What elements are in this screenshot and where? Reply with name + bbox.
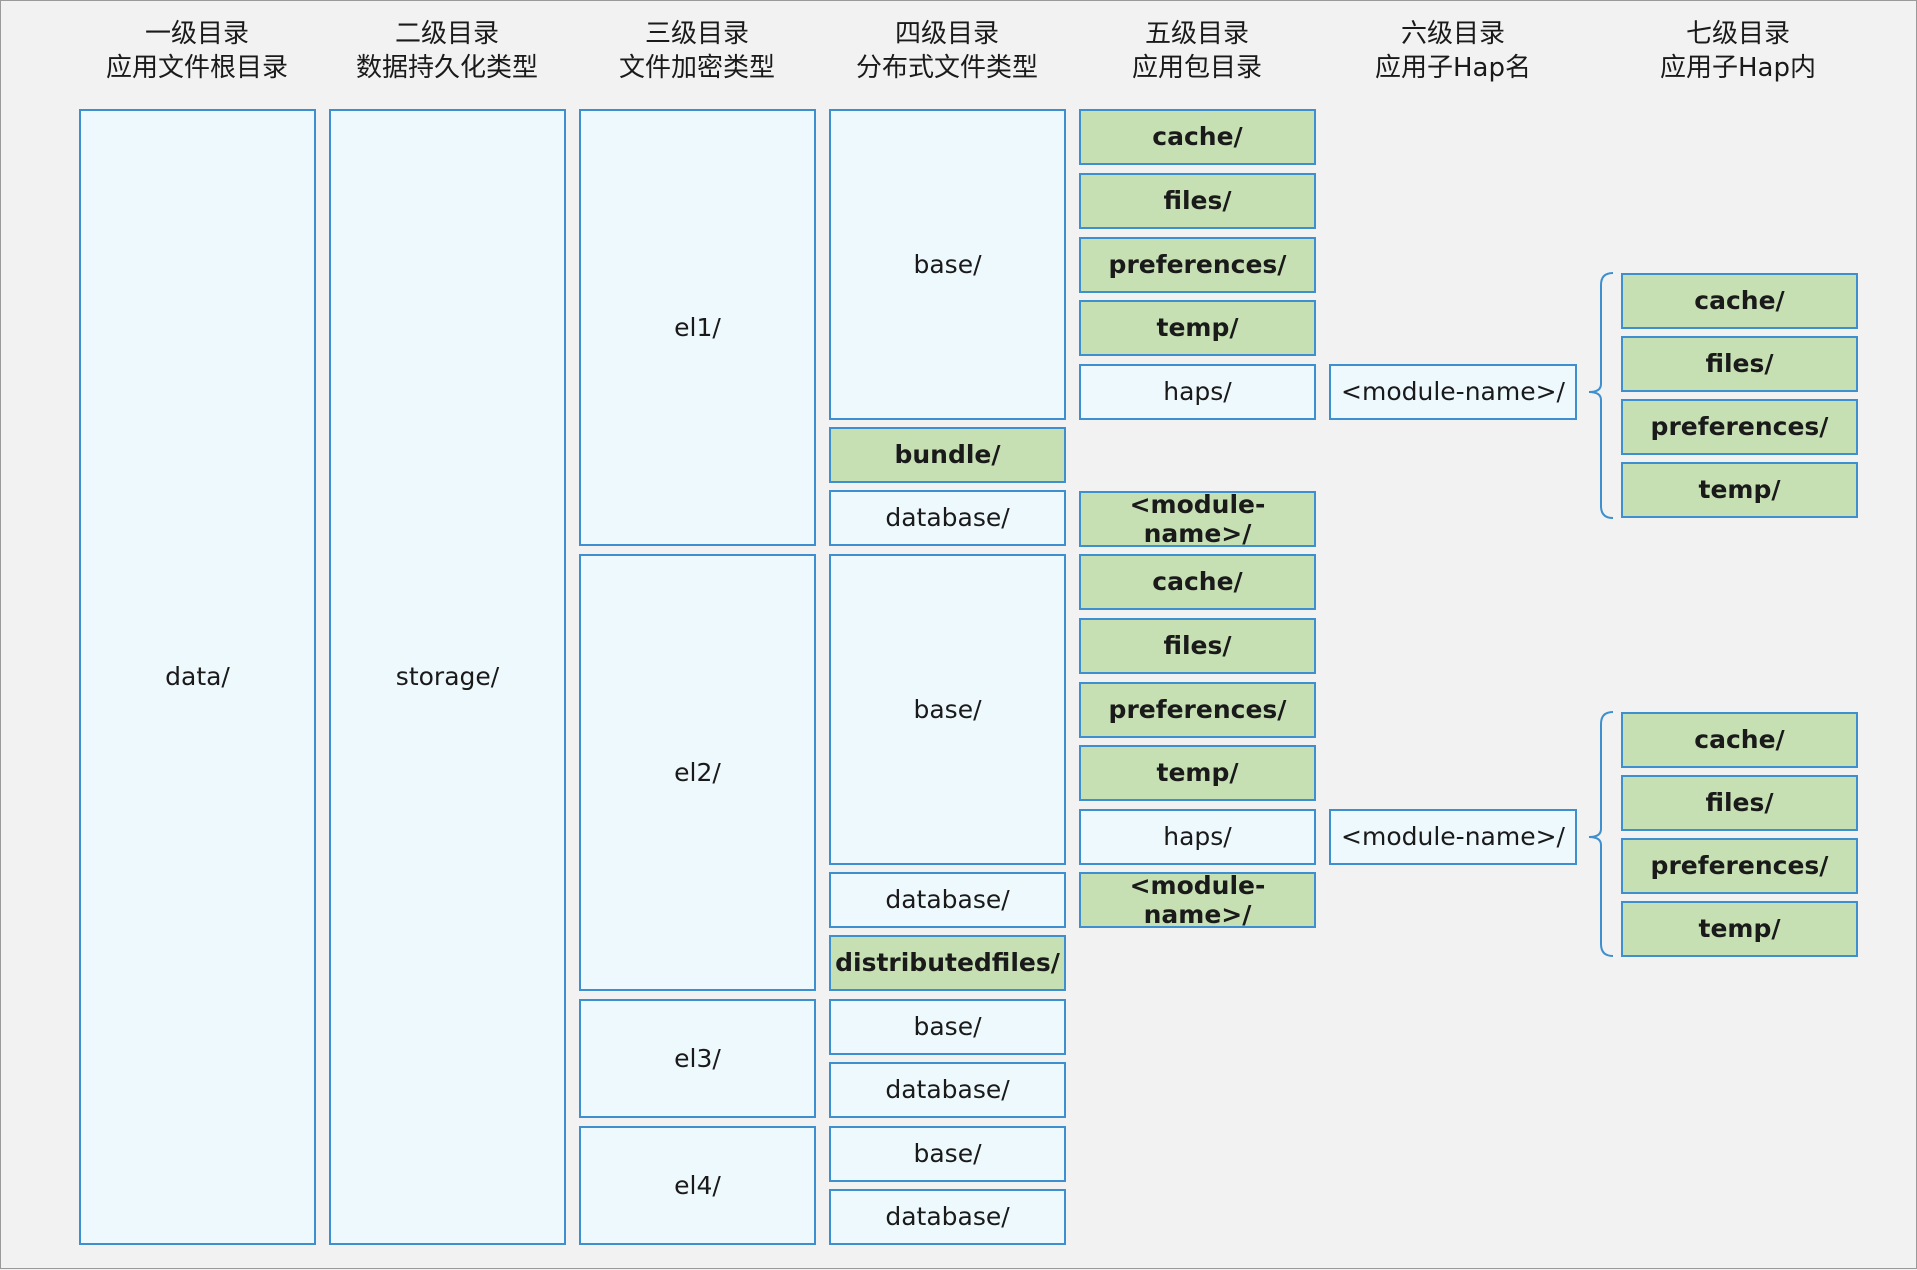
dir-el2-database: database/: [829, 872, 1066, 928]
header-level-5: 五级目录 应用包目录: [1047, 17, 1347, 85]
header-level-3-title: 三级目录: [644, 19, 749, 49]
dir-el1-base-cache: cache/: [1079, 109, 1316, 165]
dir-el3: el3/: [579, 999, 816, 1118]
brace-el2: [1588, 711, 1614, 957]
dir-el1-module-temp: temp/: [1621, 462, 1858, 518]
dir-el1-database: database/: [829, 490, 1066, 546]
dir-el2: el2/: [579, 554, 816, 991]
header-level-4-desc: 分布式文件类型: [855, 53, 1038, 83]
header-level-6-title: 六级目录: [1400, 19, 1505, 49]
header-level-6: 六级目录 应用子Hap名: [1303, 17, 1603, 85]
dir-el2-module-preferences: preferences/: [1621, 838, 1858, 894]
brace-el1: [1588, 272, 1614, 519]
dir-el4-base: base/: [829, 1126, 1066, 1182]
dir-el4: el4/: [579, 1126, 816, 1245]
dir-el1-base-files: files/: [1079, 173, 1316, 229]
dir-el2-module-cache: cache/: [1621, 712, 1858, 768]
dir-el1-bundle: bundle/: [829, 427, 1066, 483]
header-level-2: 二级目录 数据持久化类型: [297, 17, 597, 85]
dir-el2-database-module: <module-name>/: [1079, 871, 1316, 929]
header-level-3: 三级目录 文件加密类型: [547, 17, 847, 85]
header-level-7-desc: 应用子Hap内: [1660, 53, 1816, 83]
dir-el2-base-files: files/: [1079, 618, 1316, 674]
dir-el2-base-temp: temp/: [1079, 745, 1316, 801]
dir-el1-module-cache: cache/: [1621, 273, 1858, 329]
dir-el1-base: base/: [829, 109, 1066, 420]
dir-el2-base: base/: [829, 554, 1066, 865]
dir-el3-database: database/: [829, 1062, 1066, 1118]
header-level-6-desc: 应用子Hap名: [1375, 53, 1531, 83]
dir-el1-base-haps: haps/: [1079, 364, 1316, 420]
dir-el1-haps-module: <module-name>/: [1329, 364, 1577, 420]
header-level-1-title: 一级目录: [144, 19, 249, 49]
dir-el2-base-cache: cache/: [1079, 554, 1316, 610]
header-level-7: 七级目录 应用子Hap内: [1588, 17, 1888, 85]
header-level-3-desc: 文件加密类型: [618, 53, 775, 83]
dir-el1-base-preferences: preferences/: [1079, 237, 1316, 293]
dir-el2-haps-module: <module-name>/: [1329, 809, 1577, 865]
dir-el2-base-haps: haps/: [1079, 809, 1316, 865]
header-level-4-title: 四级目录: [894, 19, 999, 49]
dir-el1-module-files: files/: [1621, 336, 1858, 392]
dir-data: data/: [79, 109, 316, 1245]
dir-el2-module-temp: temp/: [1621, 901, 1858, 957]
dir-el2-module-files: files/: [1621, 775, 1858, 831]
dir-el1-database-module: <module-name>/: [1079, 490, 1316, 548]
dir-el1: el1/: [579, 109, 816, 546]
dir-el3-base: base/: [829, 999, 1066, 1055]
dir-storage: storage/: [329, 109, 566, 1245]
dir-el2-distributedfiles: distributedfiles/: [829, 935, 1066, 991]
dir-el1-module-preferences: preferences/: [1621, 399, 1858, 455]
header-level-5-desc: 应用包目录: [1131, 53, 1262, 83]
header-level-5-title: 五级目录: [1144, 19, 1249, 49]
header-level-4: 四级目录 分布式文件类型: [797, 17, 1097, 85]
dir-el4-database: database/: [829, 1189, 1066, 1245]
header-level-1: 一级目录 应用文件根目录: [47, 17, 347, 85]
header-level-1-desc: 应用文件根目录: [105, 53, 288, 83]
header-level-2-desc: 数据持久化类型: [355, 53, 538, 83]
dir-el1-base-temp: temp/: [1079, 300, 1316, 356]
header-level-2-title: 二级目录: [394, 19, 499, 49]
header-level-7-title: 七级目录: [1685, 19, 1790, 49]
dir-el2-base-preferences: preferences/: [1079, 682, 1316, 738]
